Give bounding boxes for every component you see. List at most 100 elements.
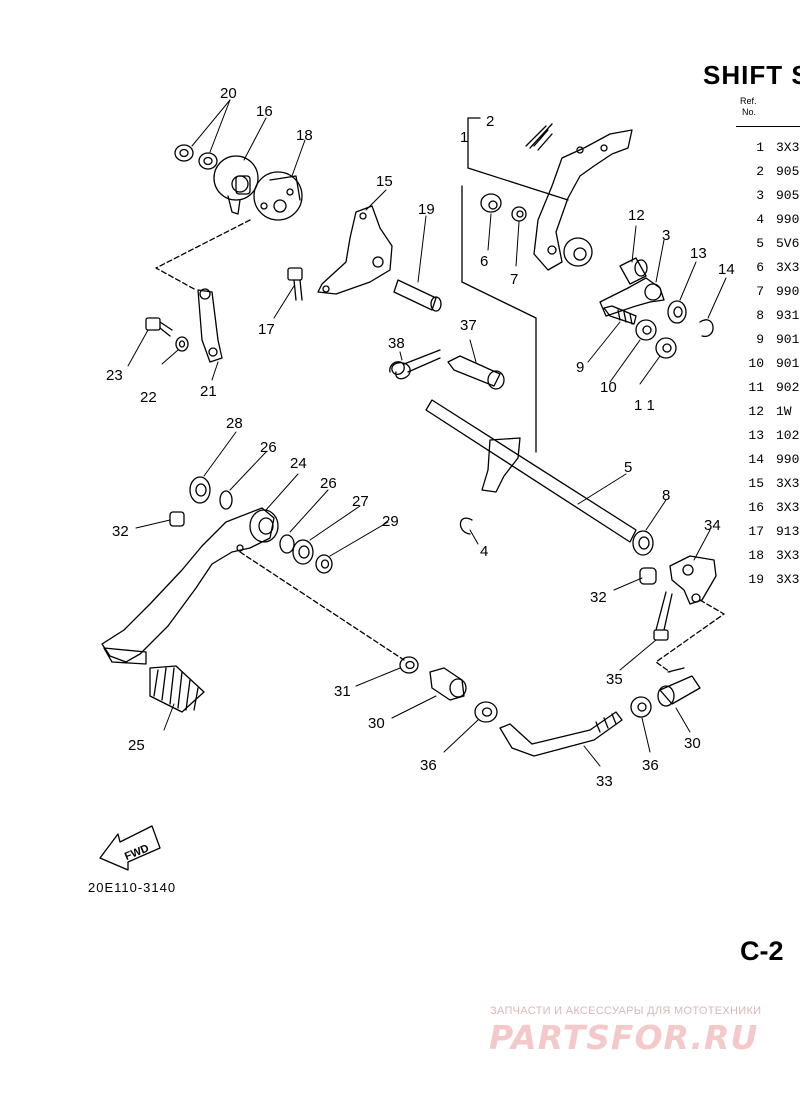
- watermark-logo: PARTSFOR.RU: [489, 1018, 759, 1057]
- part-number: 3X3: [776, 140, 800, 155]
- part-38-spring: [389, 349, 441, 380]
- part-number: 3X3: [776, 500, 800, 515]
- callout-36b: 36: [642, 757, 659, 774]
- part-18-stopper-plate: [253, 171, 303, 221]
- part-number: 102: [776, 428, 800, 443]
- part-number: 3X3: [776, 476, 800, 491]
- callout-5: 5: [624, 459, 632, 476]
- part-2-spring: [525, 123, 553, 151]
- part-23-bolt: [145, 317, 173, 337]
- part-number: 1W: [776, 404, 792, 419]
- callout-leaders: [127, 99, 727, 767]
- ref-header-line1: Ref.: [740, 96, 757, 106]
- part-number: 3X3: [776, 572, 800, 587]
- table-row: 12 1W: [736, 400, 792, 424]
- callout-24: 24: [290, 455, 307, 472]
- callout-20: 20: [220, 85, 237, 102]
- callout-32b: 32: [590, 589, 607, 606]
- part-36-nut: [630, 696, 652, 718]
- part-33-shift-rod: [499, 711, 623, 757]
- callout-19: 19: [418, 201, 435, 218]
- part-12-roller: [619, 257, 648, 285]
- callout-33: 33: [596, 773, 613, 790]
- ref-number: 11: [748, 380, 764, 395]
- part-27-washer: [292, 539, 314, 565]
- callout-4: 4: [480, 543, 488, 560]
- diagram-code: 20E110-3140: [88, 880, 177, 895]
- part-32-nut: [639, 567, 657, 585]
- callout-11: 1 1: [634, 397, 655, 414]
- part-35-bolt: [653, 591, 673, 641]
- callout-34: 34: [704, 517, 721, 534]
- part-29-nut: [315, 554, 333, 574]
- callout-13: 13: [690, 245, 707, 262]
- part-9-bolt: [603, 305, 637, 325]
- callout-37: 37: [460, 317, 477, 334]
- page-title: SHIFT S: [703, 60, 800, 90]
- ref-number: 7: [756, 284, 764, 299]
- callout-14: 14: [718, 261, 735, 278]
- part-number: 902: [776, 380, 800, 395]
- callout-23: 23: [106, 367, 123, 384]
- table-row: 11 902: [736, 376, 799, 400]
- callout-7: 7: [510, 271, 518, 288]
- watermark-tagline: ЗАПЧАСТИ И АКСЕССУАРЫ ДЛЯ МОТОТЕХНИКИ: [490, 1005, 762, 1017]
- part-31-washer: [399, 656, 419, 674]
- part-26-oring: [279, 534, 295, 554]
- callout-3: 3: [662, 227, 670, 244]
- callout-15: 15: [376, 173, 393, 190]
- part-3-arm: [599, 277, 665, 317]
- ref-header-line2: No.: [742, 107, 757, 117]
- ref-number: 2: [756, 164, 764, 179]
- part-6-collar: [480, 193, 502, 213]
- part-30-joint: [657, 667, 701, 707]
- leader-line: [461, 185, 537, 453]
- callout-1: 1: [460, 129, 468, 146]
- ref-number: 3: [756, 188, 764, 203]
- part-16-shift-cam-plate: [213, 155, 259, 215]
- callout-31: 31: [334, 683, 351, 700]
- part-number: 901: [776, 356, 800, 371]
- callout-38: 38: [388, 335, 405, 352]
- ref-number: 18: [748, 548, 764, 563]
- callout-21: 21: [200, 383, 217, 400]
- part-22-washer: [175, 336, 189, 352]
- callout-18: 18: [296, 127, 313, 144]
- callout-12: 12: [628, 207, 645, 224]
- callout-26b: 26: [320, 475, 337, 492]
- table-row: 1 3X3: [736, 136, 799, 160]
- callout-22: 22: [140, 389, 157, 406]
- callout-28: 28: [226, 415, 243, 432]
- ref-number: 9: [756, 332, 764, 347]
- part-20-washers: [174, 144, 218, 170]
- fwd-arrow-icon: [99, 825, 161, 871]
- part-number: 5V6: [776, 236, 800, 251]
- part-8-oil-seal: [632, 530, 654, 556]
- ref-number: 1: [756, 140, 764, 155]
- part-number: 3X3: [776, 260, 800, 275]
- part-5-shift-shaft: [425, 399, 637, 543]
- part-number: 901: [776, 332, 800, 347]
- callout-36a: 36: [420, 757, 437, 774]
- part-28-washer: [189, 476, 211, 504]
- part-number: 931: [776, 308, 800, 323]
- table-rule: [736, 126, 800, 127]
- ref-no-header: Ref. No.: [740, 96, 757, 118]
- callout-10: 10: [600, 379, 617, 396]
- ref-number: 12: [748, 404, 764, 419]
- part-34-arm: [669, 555, 717, 605]
- part-number: 990: [776, 452, 800, 467]
- ref-number: 19: [748, 572, 764, 587]
- part-25-rubber-grip: [149, 665, 205, 713]
- callout-8: 8: [662, 487, 670, 504]
